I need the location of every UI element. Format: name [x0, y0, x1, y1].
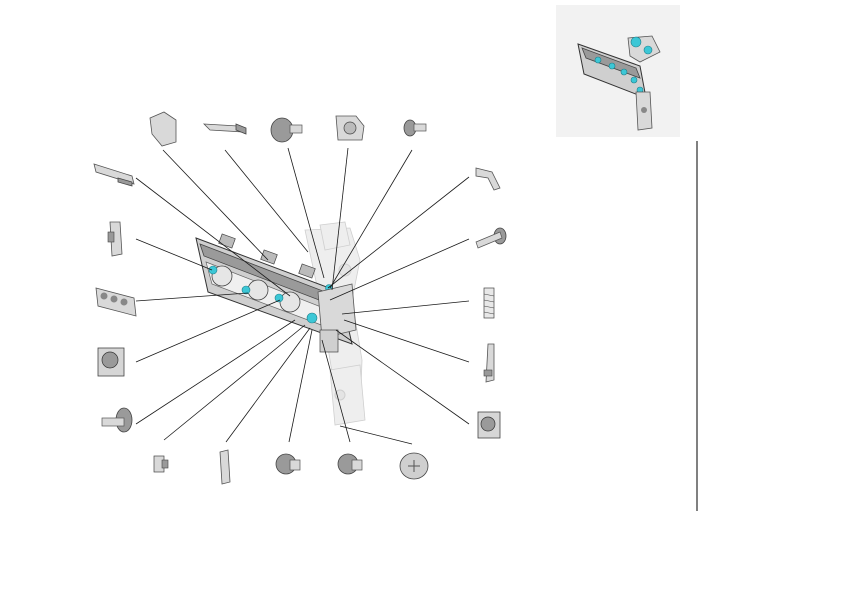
- leader-sensor-blade: [135, 177, 291, 297]
- sensor-blade: [93, 163, 135, 187]
- actuator-arm: [475, 167, 501, 191]
- leader-shaft-pin-left: [135, 319, 296, 425]
- stud-a: [275, 453, 301, 475]
- leader-cover-plate: [162, 149, 269, 261]
- leader-gear-shaft: [287, 147, 325, 279]
- thumbscrew: [399, 452, 429, 480]
- leader-switch-small: [163, 324, 306, 441]
- leader-actuator-arm: [327, 176, 470, 289]
- leader-clip-bracket: [343, 319, 470, 363]
- side-bracket: [107, 221, 123, 257]
- bracket-flat: [202, 123, 247, 135]
- bracket-tall: [219, 449, 231, 485]
- motor-gear: [97, 347, 125, 377]
- leader-lines: [135, 147, 470, 445]
- spring: [483, 287, 495, 319]
- switch-small: [153, 455, 169, 473]
- gear-shaft: [270, 117, 303, 143]
- assembly-locator-thumbnail: [556, 5, 680, 137]
- shaft-pin-left: [101, 407, 133, 433]
- leader-long-pin: [329, 238, 470, 301]
- leader-gear-train: [135, 292, 249, 302]
- leader-spring: [341, 300, 470, 315]
- stud-b: [337, 453, 363, 475]
- leader-motor-gear: [135, 299, 281, 363]
- main-gear-assembly: [195, 233, 357, 353]
- leader-stud-a: [288, 329, 313, 443]
- clip-bracket: [483, 343, 495, 383]
- gear-train-block: [95, 287, 137, 317]
- leader-motor-gear-right: [335, 329, 470, 425]
- leader-thumbscrew: [339, 425, 413, 445]
- leader-bracket-tall: [225, 327, 311, 443]
- drive-gear-assembly: [335, 115, 365, 141]
- leader-pin: [329, 149, 413, 289]
- leader-side-bracket: [135, 238, 213, 271]
- motor-gear-right: [477, 411, 501, 439]
- cover-plate: [149, 111, 177, 147]
- leader-bracket-flat: [224, 149, 309, 253]
- long-pin: [475, 227, 507, 249]
- leader-stud-b: [321, 339, 351, 443]
- pin: [403, 119, 427, 137]
- leader-drive-gear: [331, 147, 349, 291]
